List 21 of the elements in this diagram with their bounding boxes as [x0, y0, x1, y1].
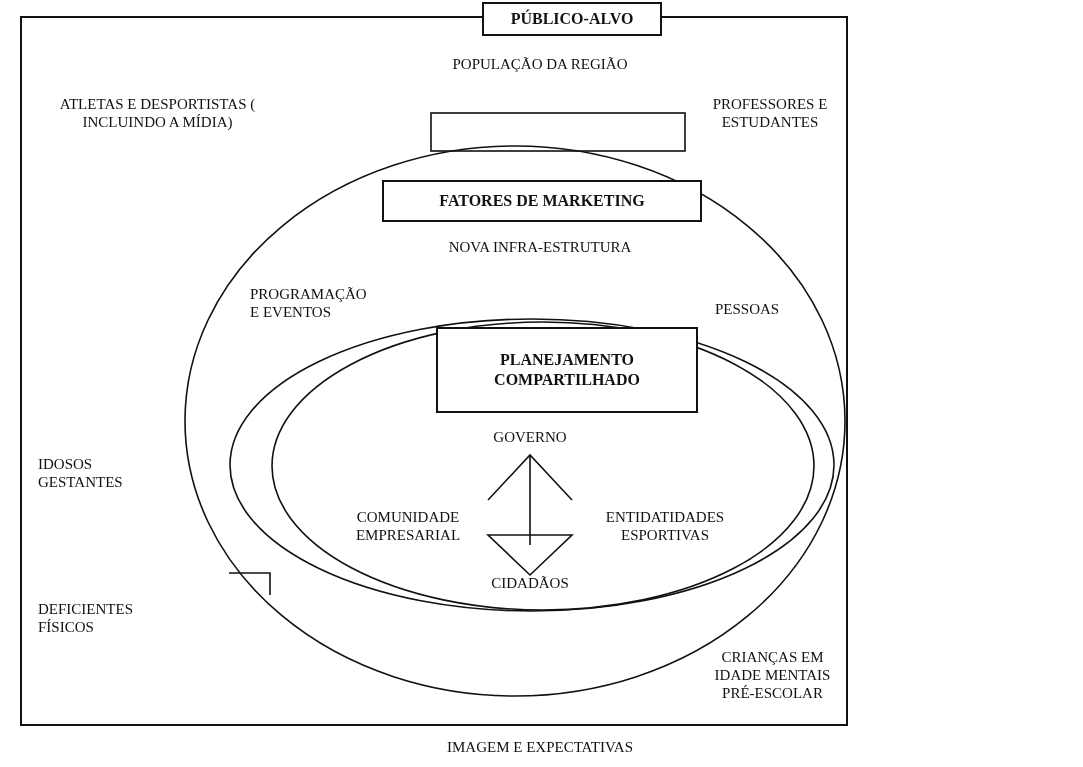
text-label: PROFESSORES E ESTUDANTES: [711, 95, 829, 131]
text-label: POPULAÇÃO DA REGIÃO: [451, 55, 629, 73]
heading: PÚBLICO-ALVO: [482, 2, 662, 36]
text-label: DEFICIENTES FÍSICOS: [38, 600, 134, 636]
text-label: PESSOAS: [715, 300, 781, 318]
text-label: IDOSOS GESTANTES: [38, 455, 124, 491]
text-label: ENTIDATIDADES ESPORTIVAS: [604, 508, 726, 544]
text-label: CRIANÇAS EM IDADE MENTAIS PRÉ-ESCOLAR: [713, 648, 832, 702]
double-ellipse: [228, 317, 838, 614]
frame-box: [20, 2, 848, 726]
text-label: COMUNIDADE EMPRESARIAL: [354, 508, 462, 544]
text-label: ATLETAS E DESPORTISTAS ( INCLUINDO A MÍDIA): [58, 95, 257, 131]
text-label: GOVERNO: [492, 428, 568, 446]
heading: PLANEJAMENTO COMPARTILHADO: [436, 327, 698, 413]
empty-box: [430, 112, 686, 152]
caption: IMAGEM E EXPECTATIVAS: [446, 738, 634, 756]
text-label: CIDADÃOS: [490, 574, 570, 592]
text-label: PROGRAMAÇÃO E EVENTOS: [250, 285, 365, 321]
ellipse: [184, 145, 846, 697]
heading: FATORES DE MARKETING: [382, 180, 702, 222]
text-label: NOVA INFRA-ESTRUTURA: [447, 238, 633, 256]
